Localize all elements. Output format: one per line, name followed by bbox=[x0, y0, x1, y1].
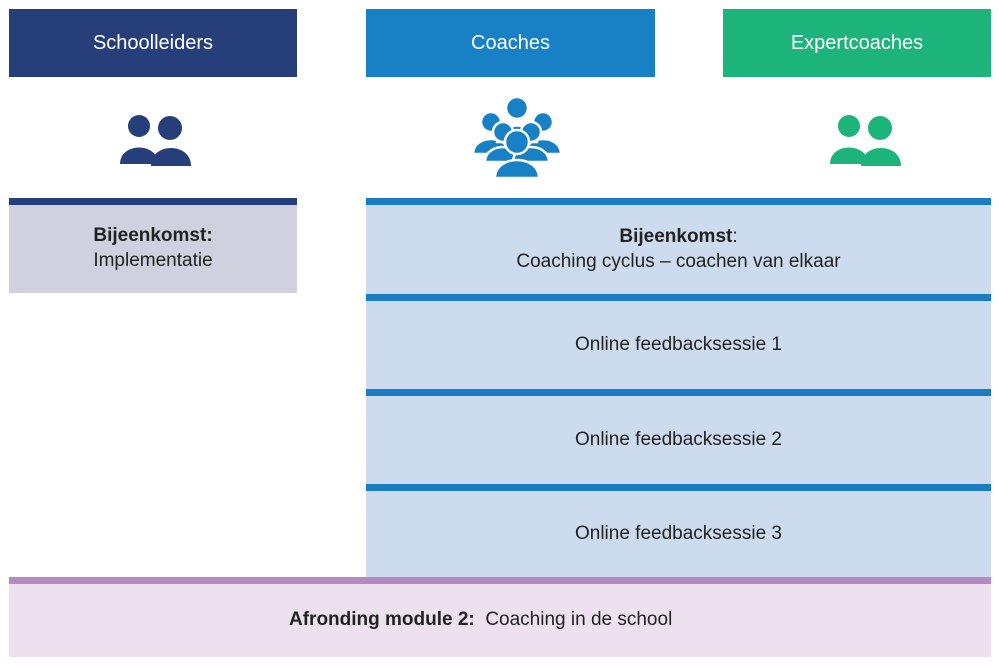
coaches-rule-3 bbox=[366, 484, 991, 491]
session-label-1: Online feedbacksessie 1 bbox=[574, 333, 782, 355]
two-people-icon bbox=[817, 105, 913, 169]
schoolleiders-meeting-heading: Bijeenkomst: bbox=[93, 225, 213, 247]
coaches-rule-top bbox=[366, 198, 991, 205]
group-people-icon bbox=[462, 92, 572, 180]
header-expertcoaches: Expertcoaches bbox=[723, 9, 991, 77]
footer-text: Coaching in de school bbox=[485, 609, 673, 631]
footer-heading: Afronding module 2: bbox=[289, 609, 475, 631]
header-schoolleiders-label: Schoolleiders bbox=[92, 31, 214, 54]
footer-box: Afronding module 2: Coaching in de schoo… bbox=[9, 584, 991, 657]
session-label-3: Online feedbacksessie 3 bbox=[574, 522, 782, 544]
session-box-1: Online feedbacksessie 1 bbox=[366, 301, 991, 389]
footer-spacer bbox=[475, 608, 486, 633]
coaches-rule-1 bbox=[366, 294, 991, 301]
coaches-meeting-box: Bijeenkomst: Coaching cyclus – coachen v… bbox=[366, 205, 991, 294]
schoolleiders-meeting-box: Bijeenkomst: Implementatie bbox=[9, 205, 297, 293]
coaches-rule-2 bbox=[366, 389, 991, 396]
two-people-icon bbox=[107, 105, 203, 169]
schoolleiders-rule bbox=[9, 198, 297, 205]
coaches-meeting-colon: : bbox=[732, 225, 738, 247]
session-box-2: Online feedbacksessie 2 bbox=[366, 396, 991, 484]
schoolleiders-meeting-text: Implementatie bbox=[93, 250, 213, 271]
header-coaches-label: Coaches bbox=[471, 31, 550, 54]
header-schoolleiders: Schoolleiders bbox=[9, 9, 297, 77]
session-label-2: Online feedbacksessie 2 bbox=[574, 428, 782, 450]
header-expertcoaches-label: Expertcoaches bbox=[790, 31, 924, 54]
session-box-3: Online feedbacksessie 3 bbox=[366, 491, 991, 577]
coaches-meeting-text: Coaching cyclus – coachen van elkaar bbox=[516, 250, 841, 272]
footer-rule bbox=[9, 577, 991, 584]
coaches-meeting-heading: Bijeenkomst bbox=[619, 225, 733, 247]
header-coaches: Coaches bbox=[366, 9, 655, 77]
